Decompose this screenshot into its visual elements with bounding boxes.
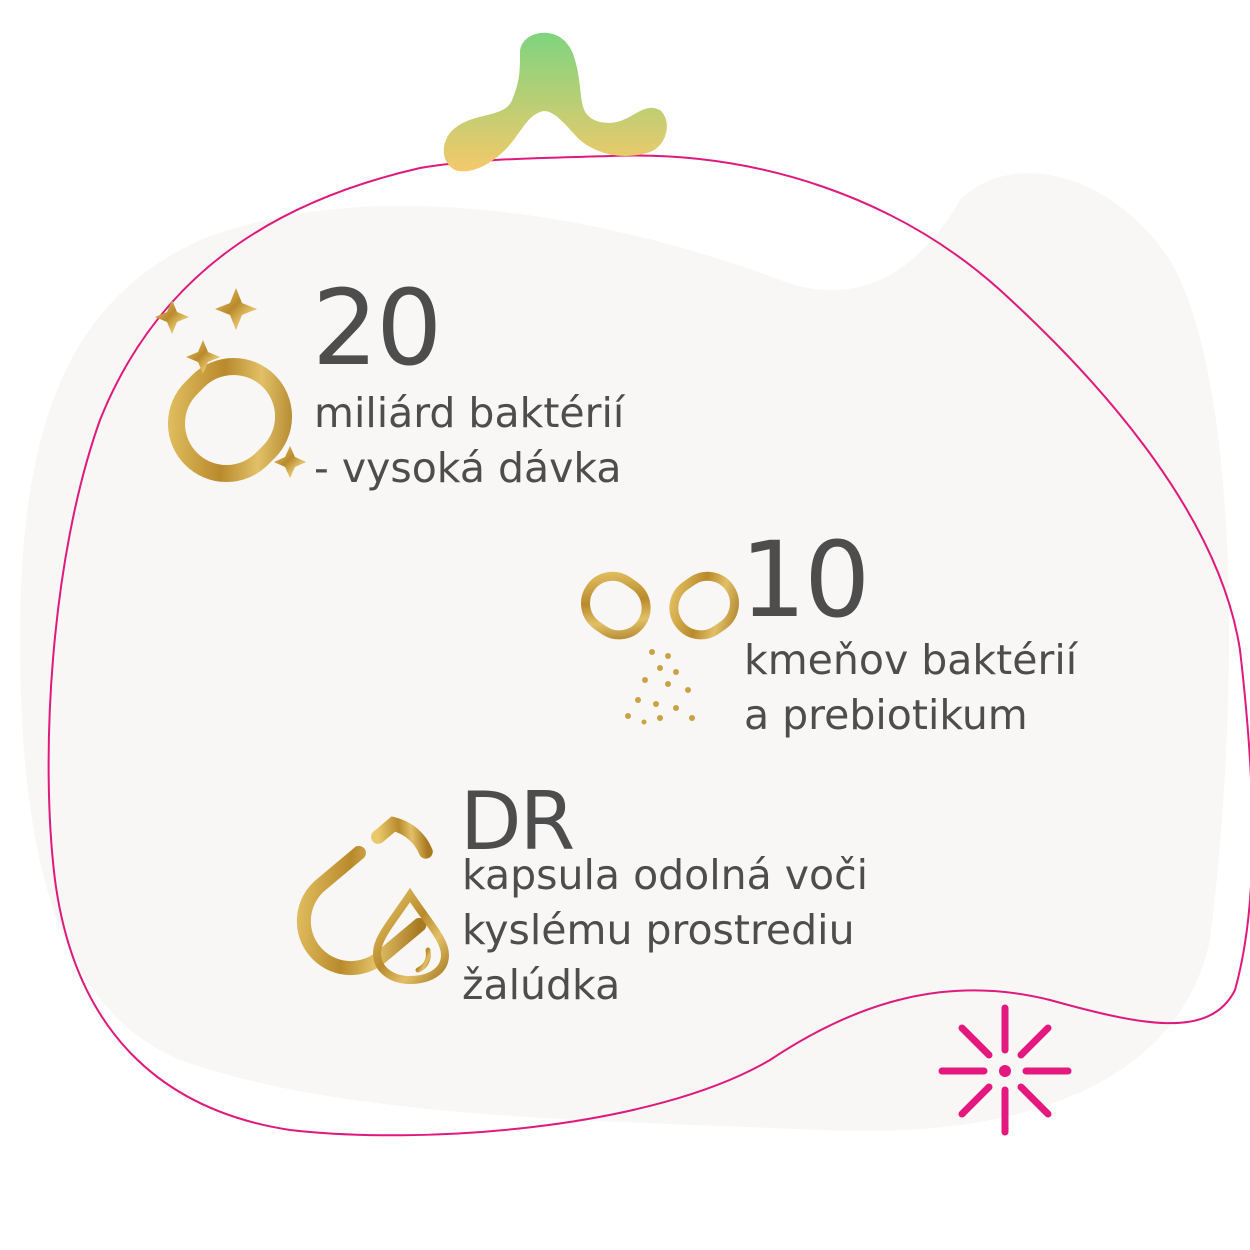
feature-2-line-1: kmeňov baktérií [744,636,1078,684]
pink-outline [47,154,1250,1137]
capsule-powder-icon [581,571,739,725]
feature-3-value: DR [460,775,575,868]
feature-1-line-2: - vysoká dávka [314,444,622,492]
capsule-sparkles-icon [167,357,293,483]
feature-2-line-2: a prebiotikum [744,691,1028,739]
feature-3-line-2: kyslému prostrediu [462,906,855,954]
sprout-logo-icon [443,32,667,172]
feature-3-line-1: kapsula odolná voči [462,851,869,899]
feature-2-description: kmeňov baktérií a prebiotikum [744,633,1077,743]
feature-2-value: 10 [740,519,870,641]
feature-3-description: kapsula odolná voči kyslému prostrediu ž… [462,848,868,1013]
asterisk-icon [938,1004,1072,1136]
sparkle-icons [155,288,306,478]
feature-1-description: miliárd baktérií - vysoká dávka [314,386,624,496]
feature-3-line-3: žalúdka [462,961,621,1009]
capsule-drop-icon [296,816,450,985]
feature-1-line-1: miliárd baktérií [314,389,625,437]
feature-1-value: 20 [312,267,442,389]
asterisk-center [999,1065,1011,1077]
